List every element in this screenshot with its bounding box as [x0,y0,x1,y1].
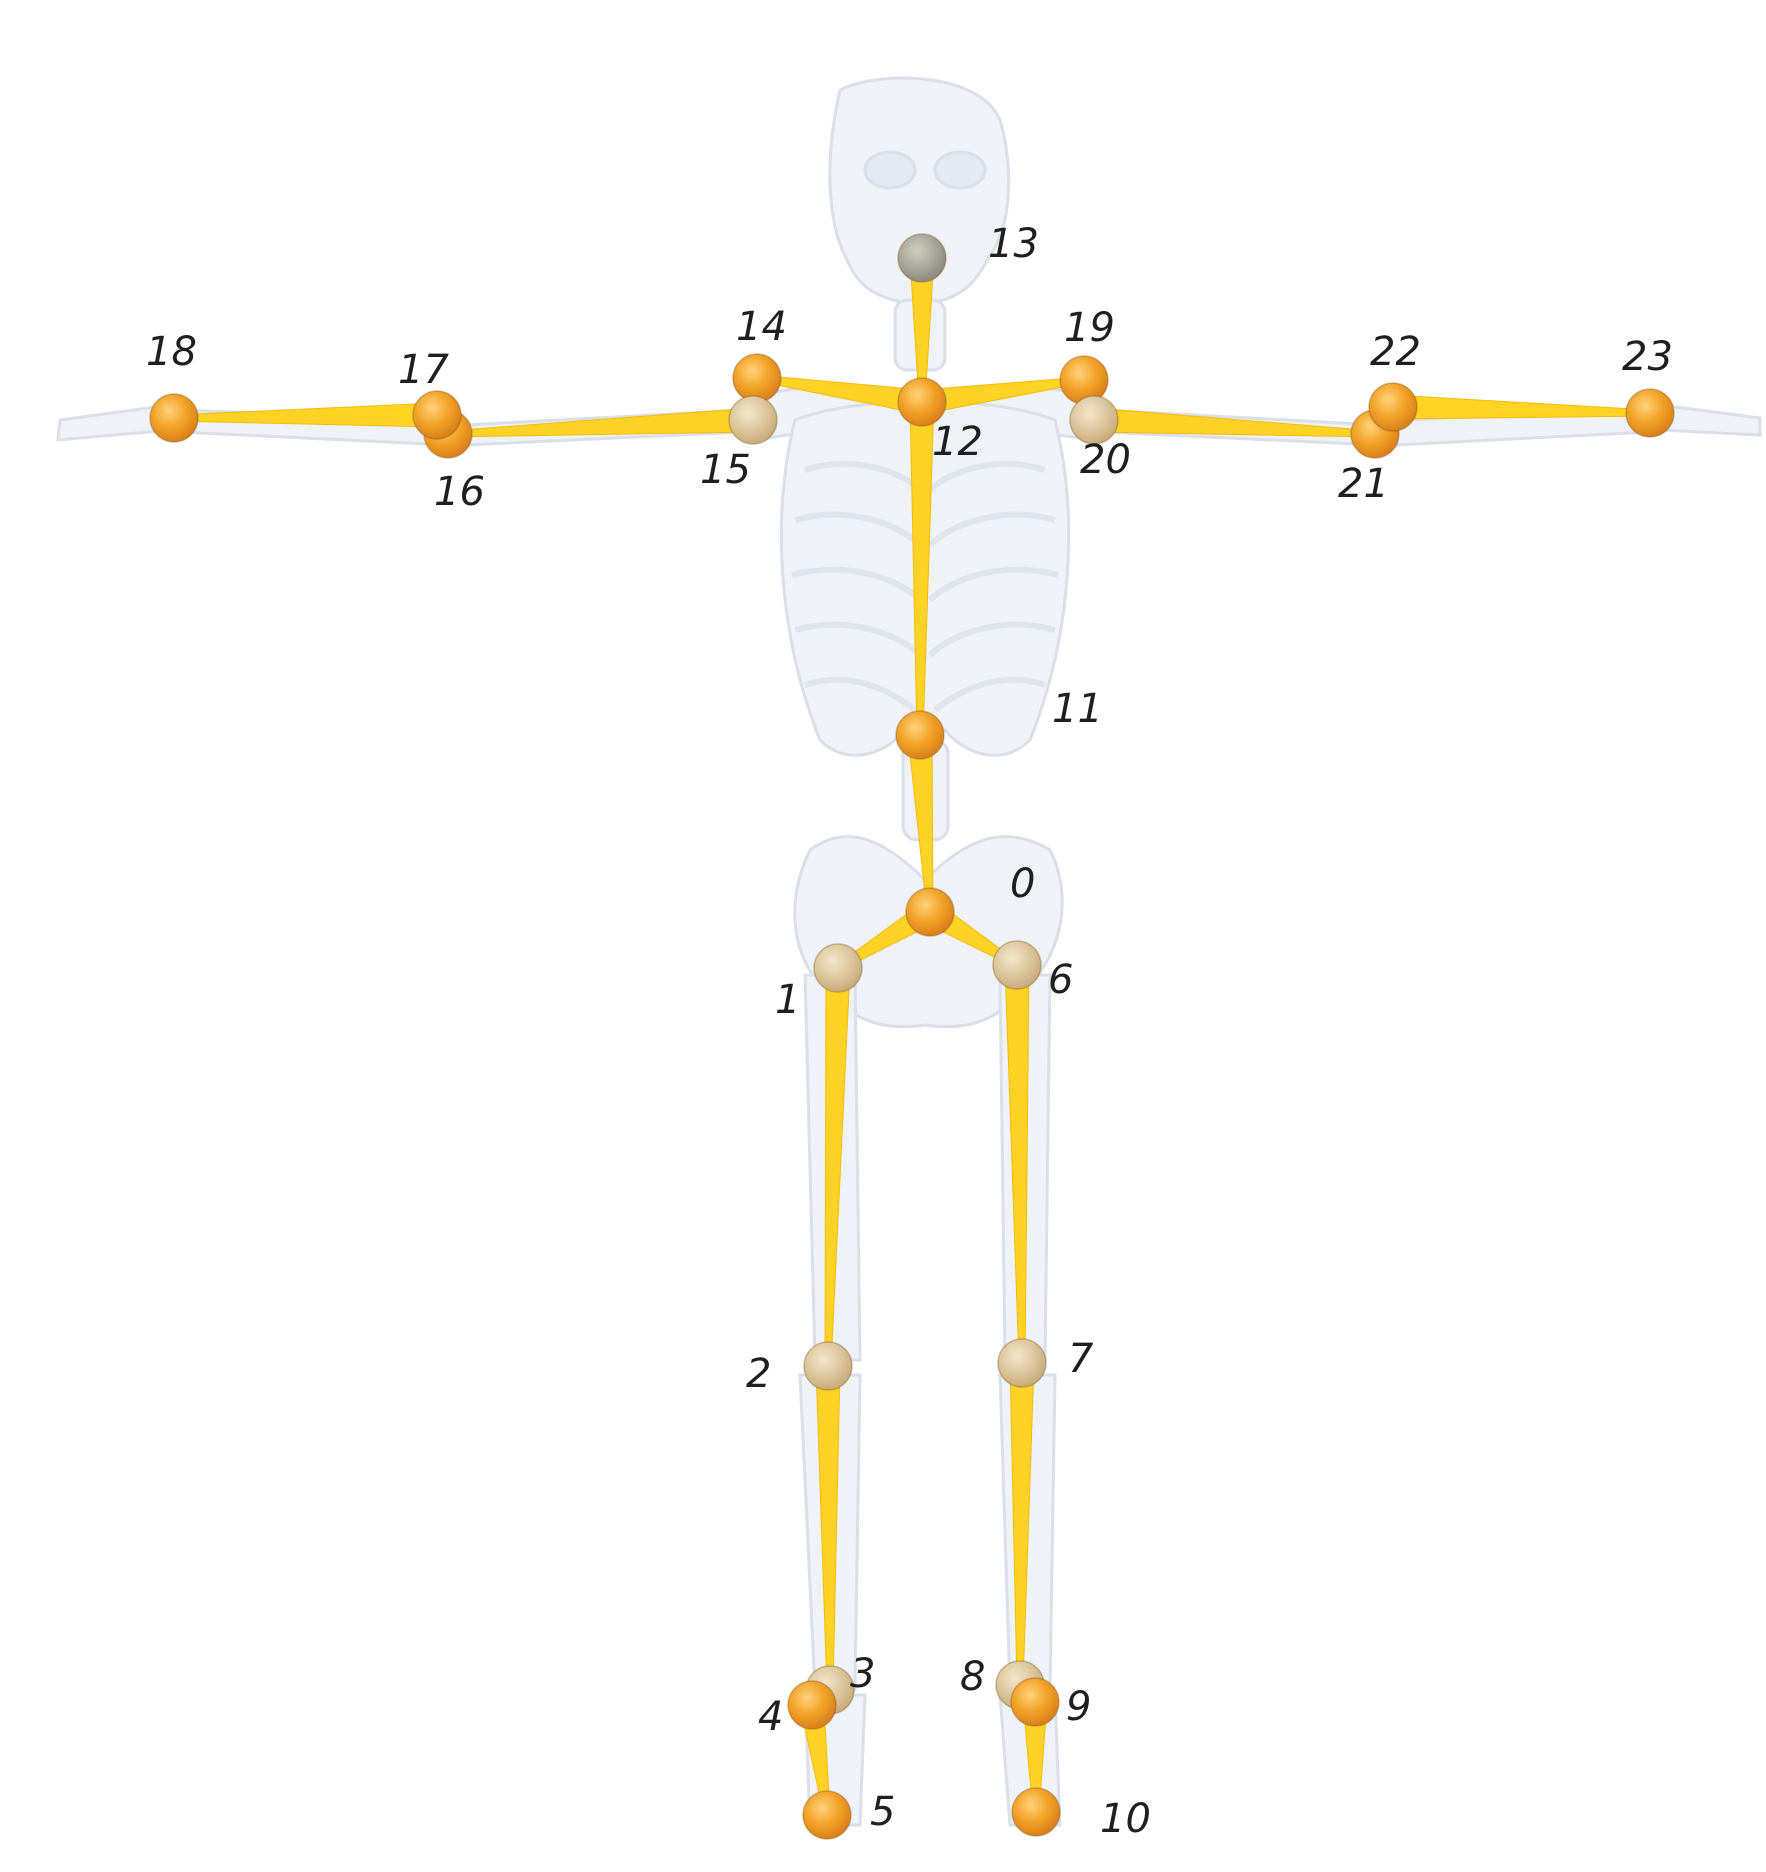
joint-links [173,257,1651,1816]
joint-label-3: 3 [850,1651,875,1697]
joint-label-21: 21 [1338,461,1389,507]
link-22-23 [1392,394,1651,420]
skull-bone [828,76,1011,307]
joint-label-22: 22 [1370,329,1421,375]
joint-22 [1368,382,1418,432]
joint-label-11: 11 [1052,686,1103,732]
joint-label-8: 8 [960,1654,985,1700]
joint-label-14: 14 [736,304,787,350]
joint-label-20: 20 [1080,437,1131,483]
ribs [791,460,1059,713]
joint-20 [1069,395,1119,445]
joint-11 [895,710,945,760]
joint-4 [787,1680,837,1730]
joint-label-2: 2 [746,1351,771,1397]
joint-18 [149,393,199,443]
joint-2 [803,1341,853,1391]
joint-23 [1625,388,1675,438]
joint-label-9: 9 [1066,1684,1091,1730]
joint-label-23: 23 [1622,334,1673,380]
joint-label-7: 7 [1068,1336,1094,1382]
joint-label-16: 16 [434,469,485,515]
eye-socket-left [863,150,917,190]
skeleton-bones [56,76,1762,1827]
joint-label-6: 6 [1048,957,1073,1003]
joint-12 [897,377,947,427]
joint-label-13: 13 [988,221,1039,267]
joint-label-10: 10 [1100,1796,1151,1842]
joint-label-19: 19 [1064,305,1115,351]
joint-5 [802,1790,852,1840]
joint-label-17: 17 [398,347,449,393]
joint-label-5: 5 [870,1789,895,1835]
joint-label-0: 0 [1010,861,1035,907]
joint-10 [1011,1787,1061,1837]
joint-0 [905,887,955,937]
joint-14 [732,353,782,403]
joint-label-1: 1 [775,977,800,1023]
joint-7 [997,1338,1047,1388]
joint-9 [1010,1677,1060,1727]
eye-socket-right [933,150,987,190]
joint-15 [728,395,778,445]
joint-label-4: 4 [758,1694,783,1740]
joint-6 [992,940,1042,990]
joint-label-18: 18 [146,329,197,375]
joint-label-15: 15 [700,447,751,493]
joint-1 [813,943,863,993]
joint-label-12: 12 [932,419,983,465]
right-hand-bone [1658,403,1762,437]
joint-17 [412,390,462,440]
joint-spheres [149,233,1675,1840]
joint-13 [897,233,947,283]
